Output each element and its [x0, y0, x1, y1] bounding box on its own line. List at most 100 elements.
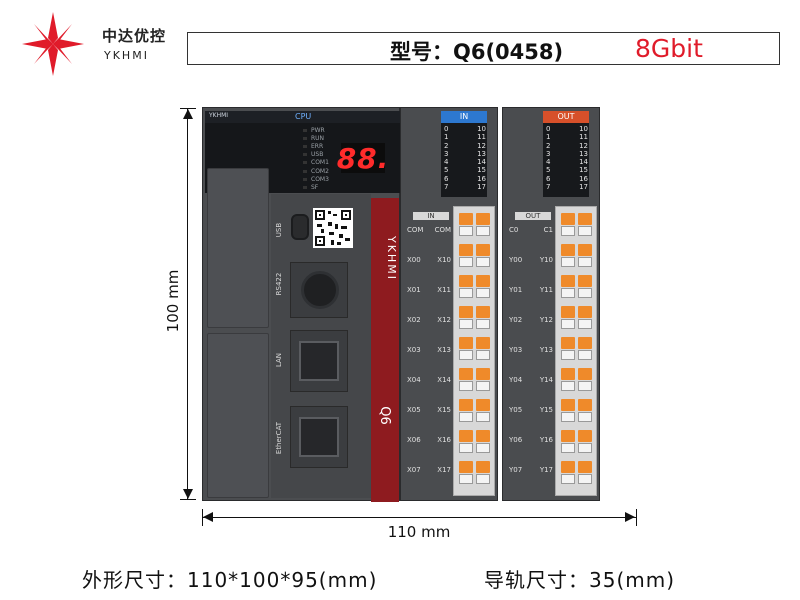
terminal-label: X15: [437, 406, 451, 414]
terminal-lever-icon: [459, 213, 473, 225]
led-number: 13: [477, 149, 486, 158]
terminal-hole-icon: [459, 381, 473, 391]
terminal-lever-icon: [476, 244, 490, 256]
led-number: 0: [546, 125, 551, 133]
led-number: 17: [579, 183, 588, 192]
terminal-lever-icon: [561, 213, 575, 225]
terminal-hole-icon: [578, 257, 592, 267]
cpu-module: YKHMI CPU PWR RUN ERR USB COM1 COM2 COM3…: [202, 107, 400, 502]
terminal-lever-icon: [578, 213, 592, 225]
terminal-label: X07: [407, 466, 421, 474]
led-indicator: [303, 169, 307, 173]
led-number: 12: [477, 141, 486, 150]
led-number: 3: [546, 149, 551, 158]
terminal-label: COM: [407, 226, 424, 234]
arrow-down-icon: [183, 489, 193, 499]
led-label: COM2: [311, 167, 329, 175]
terminal-hole-icon: [578, 412, 592, 422]
brand-name-cn: 中达优控: [102, 27, 167, 45]
led-number: 15: [579, 166, 588, 175]
terminal-label: X14: [437, 376, 451, 384]
terminal-label: Y01: [509, 286, 523, 294]
spring-terminal: [559, 213, 595, 237]
output-tag: OUT: [543, 111, 589, 123]
lan-label: LAN: [275, 352, 283, 368]
terminal-lever-icon: [561, 244, 575, 256]
terminal-lever-icon: [578, 399, 592, 411]
terminal-hole-icon: [578, 474, 592, 484]
terminal-lever-icon: [476, 368, 490, 380]
led-pwr: PWR: [303, 126, 345, 134]
rail-size-spec: 导轨尺寸：35(mm): [484, 568, 676, 592]
input-terminal-block: [453, 206, 495, 496]
arrow-left-icon: [203, 512, 213, 522]
cpu-cover-top: [207, 168, 269, 328]
terminal-hole-icon: [476, 412, 490, 422]
terminal-hole-icon: [459, 257, 473, 267]
height-label: 100 mm: [164, 269, 182, 333]
output-header-label: OUT: [515, 212, 551, 220]
led-label: USB: [311, 151, 324, 159]
red-brand-strip: YKHMI Q6: [371, 198, 399, 502]
led-indicator: [303, 161, 307, 165]
led-indicator: [303, 128, 307, 132]
rs422-connector: [301, 271, 339, 309]
led-run: RUN: [303, 134, 345, 142]
qr-code-icon: [313, 208, 353, 248]
brand-name-en: YKHMI: [104, 49, 149, 62]
rs422-label: RS422: [275, 272, 283, 296]
title-box: 型号：Q6(0458) 8Gbit: [187, 32, 780, 65]
terminal-label: X12: [437, 316, 451, 324]
terminal-label: Y16: [539, 436, 553, 444]
led-number: 1: [444, 133, 449, 142]
led-indicator: [303, 153, 307, 157]
led-sf: SF: [303, 183, 345, 191]
terminal-hole-icon: [561, 474, 575, 484]
led-number: 16: [477, 174, 486, 183]
width-tick-left: [202, 509, 203, 526]
width-tick-right: [636, 509, 637, 526]
width-label: 110 mm: [387, 523, 451, 541]
terminal-hole-icon: [561, 319, 575, 329]
terminal-hole-icon: [578, 443, 592, 453]
spring-terminal: [457, 275, 493, 299]
led-indicator: [303, 185, 307, 189]
model-title: 型号：Q6(0458): [390, 40, 564, 64]
led-number: 11: [477, 133, 486, 142]
led-usb: USB: [303, 151, 345, 159]
terminal-label: Y07: [509, 466, 523, 474]
led-list: PWR RUN ERR USB COM1 COM2 COM3 SF: [303, 126, 345, 192]
terminal-hole-icon: [476, 350, 490, 360]
output-terminal-block: [555, 206, 597, 496]
terminal-hole-icon: [578, 226, 592, 236]
led-number: 5: [444, 166, 449, 175]
height-tick-bottom: [180, 499, 196, 500]
terminal-lever-icon: [578, 306, 592, 318]
plc-device: YKHMI CPU PWR RUN ERR USB COM1 COM2 COM3…: [202, 107, 636, 502]
terminal-hole-icon: [476, 474, 490, 484]
led-number: 2: [546, 141, 551, 150]
led-number: 14: [579, 158, 588, 167]
led-number: 1: [546, 133, 551, 142]
cpu-header-brand: YKHMI: [209, 112, 229, 119]
terminal-hole-icon: [459, 288, 473, 298]
terminal-label: C0: [509, 226, 519, 234]
terminal-lever-icon: [578, 461, 592, 473]
terminal-hole-icon: [561, 350, 575, 360]
led-number: 14: [477, 158, 486, 167]
terminal-label: Y10: [539, 256, 553, 264]
terminal-lever-icon: [459, 306, 473, 318]
height-tick-top: [180, 108, 196, 109]
